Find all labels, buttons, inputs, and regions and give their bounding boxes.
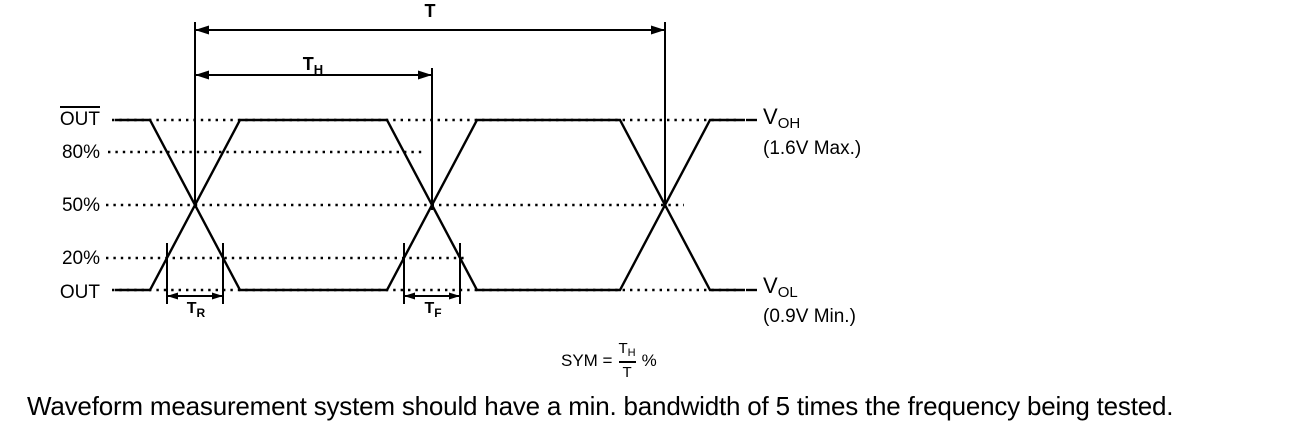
formula-fraction: TH T xyxy=(618,341,636,381)
arrowhead xyxy=(212,292,223,300)
arrowhead xyxy=(195,70,209,80)
fall-time-subscript: F xyxy=(434,306,442,320)
dimension-lines xyxy=(166,22,666,304)
dimension-arrowheads xyxy=(167,25,665,300)
rise-time-base: T xyxy=(186,300,197,317)
fall-time-base: T xyxy=(424,300,435,317)
fraction-numerator: TH xyxy=(619,341,636,359)
out-level-label: OUT xyxy=(59,282,100,303)
out-bar-trace xyxy=(115,118,745,292)
numerator-subscript: H xyxy=(627,347,636,359)
arrowhead xyxy=(167,292,178,300)
high-time-base: T xyxy=(302,54,314,74)
out-bar-level-label: OUT xyxy=(28,106,100,131)
period-dimension-label: T xyxy=(424,1,436,22)
vol-base: V xyxy=(763,273,778,298)
period-label-text: T xyxy=(424,1,436,21)
voh-value-label: (1.6V Max.) xyxy=(763,138,862,159)
voh-label: VOH xyxy=(763,104,801,133)
vol-value-label: (0.9V Min.) xyxy=(763,306,856,327)
bandwidth-note: Waveform measurement system should have … xyxy=(27,391,1174,421)
high-time-dimension-label: TH xyxy=(302,54,324,77)
formula-percent: % xyxy=(641,350,657,370)
arrowhead xyxy=(195,25,209,35)
high-time-subscript: H xyxy=(313,62,324,77)
out-trace xyxy=(115,118,745,292)
formula-lhs: SYM = xyxy=(561,350,613,370)
vol-subscript: OL xyxy=(777,284,798,301)
voh-subscript: OH xyxy=(777,115,801,132)
reference-level-dotted-lines xyxy=(106,118,740,292)
fall-time-dimension-label: TF xyxy=(424,300,441,320)
out-bar-overline-text: OUT xyxy=(59,106,100,129)
vol-label: VOL xyxy=(763,273,798,302)
pct80-level-label: 80% xyxy=(61,142,100,163)
rise-time-dimension-label: TR xyxy=(187,300,205,320)
arrowhead xyxy=(404,292,415,300)
rise-time-subscript: R xyxy=(196,306,206,320)
leader-dashes xyxy=(746,118,757,292)
waveform-traces xyxy=(115,118,745,292)
arrowhead xyxy=(449,292,460,300)
arrowhead xyxy=(418,70,432,80)
fraction-denominator: T xyxy=(622,364,632,381)
symmetry-formula: SYM = TH T % xyxy=(561,341,657,380)
pct20-level-label: 20% xyxy=(61,248,100,269)
numerator-base: T xyxy=(618,340,628,357)
arrowhead xyxy=(651,25,665,35)
fraction-bar xyxy=(618,361,636,363)
voh-base: V xyxy=(763,104,778,129)
pct50-level-label: 50% xyxy=(61,195,100,216)
